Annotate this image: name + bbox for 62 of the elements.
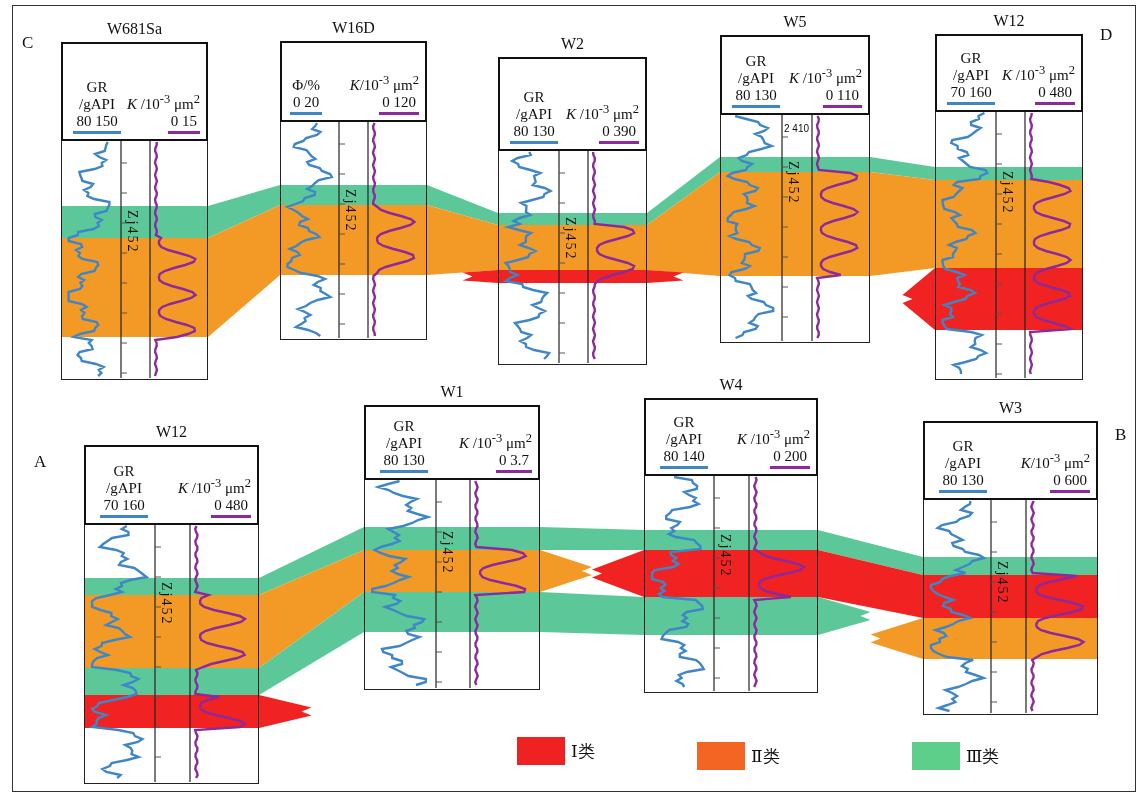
depth-label: 2 410 bbox=[784, 123, 810, 134]
curve-title: GR /gAPI bbox=[944, 438, 982, 472]
formation-label: Zj452 bbox=[563, 217, 577, 261]
curve-title: K /10$^{-3}$ μm$^{2}$ bbox=[736, 426, 810, 448]
legend-label: Ⅲ类 bbox=[966, 746, 1000, 766]
well-name: W681Sa bbox=[105, 19, 164, 39]
scale-range: 0 120 bbox=[379, 94, 419, 115]
well-name: W3 bbox=[997, 398, 1024, 418]
curve-title: K/10$^{-3}$ μm$^{2}$ bbox=[1020, 450, 1090, 472]
legend-label: Ⅰ类 bbox=[571, 741, 595, 761]
scale-range: 0 15 bbox=[167, 113, 200, 134]
scale-range: 70 160 bbox=[100, 497, 148, 518]
well-name: W2 bbox=[559, 34, 586, 54]
well-name: W12 bbox=[154, 422, 189, 442]
curve-title: K /10$^{-3}$ μm$^{2}$ bbox=[565, 101, 639, 123]
formation-label: Zj452 bbox=[159, 582, 173, 626]
scale-range: 80 130 bbox=[732, 87, 780, 108]
scale-range: 80 130 bbox=[510, 123, 558, 144]
curve-title: K /10$^{-3}$ μm$^{2}$ bbox=[1001, 62, 1075, 84]
formation-label: Zj452 bbox=[440, 531, 454, 575]
curve-title: GR /gAPI bbox=[105, 463, 143, 497]
curve-title: GR /gAPI bbox=[515, 89, 553, 123]
legend-label: Ⅱ类 bbox=[751, 746, 780, 766]
scale-range: 0 390 bbox=[599, 123, 639, 144]
section-end-label: D bbox=[1100, 26, 1113, 44]
formation-label: Zj452 bbox=[343, 189, 357, 233]
section-end-label: C bbox=[22, 34, 34, 52]
scale-range: 80 130 bbox=[380, 452, 428, 473]
well-name: W4 bbox=[718, 375, 744, 395]
curve-title: K /10$^{-3}$ μm$^{2}$ bbox=[788, 65, 862, 87]
scale-range: 80 130 bbox=[939, 472, 987, 493]
curve-title: K /10$^{-3}$ μm$^{2}$ bbox=[177, 475, 251, 497]
curve-title: GR /gAPI bbox=[385, 418, 423, 452]
scale-range: 0 480 bbox=[211, 497, 251, 518]
curve-title: K /10$^{-3}$ μm$^{2}$ bbox=[458, 430, 532, 452]
scale-range: 0 20 bbox=[290, 94, 323, 115]
curve-title: GR /gAPI bbox=[665, 414, 703, 448]
section-end-label: B bbox=[1115, 426, 1127, 444]
formation-label: Zj452 bbox=[125, 210, 139, 254]
formation-label: Zj452 bbox=[1000, 171, 1014, 215]
scale-range: 70 160 bbox=[947, 84, 995, 105]
well-name: W12 bbox=[992, 11, 1026, 31]
curve-title: GR /gAPI bbox=[737, 53, 775, 87]
well-name: W16D bbox=[331, 18, 376, 38]
scale-range: 0 600 bbox=[1050, 472, 1090, 493]
scale-range: 0 3.7 bbox=[496, 452, 532, 473]
curve-title: K/10$^{-3}$ μm$^{2}$ bbox=[349, 72, 419, 94]
scale-range: 80 140 bbox=[660, 448, 708, 469]
scale-range: 80 150 bbox=[73, 113, 121, 134]
section-end-label: A bbox=[34, 453, 47, 471]
well-name: W5 bbox=[782, 12, 808, 32]
well-name: W1 bbox=[439, 382, 465, 402]
formation-label: Zj452 bbox=[718, 534, 732, 578]
formation-label: Zj452 bbox=[995, 561, 1009, 605]
scale-range: 0 480 bbox=[1035, 84, 1075, 105]
curve-title: GR /gAPI bbox=[952, 50, 990, 84]
formation-label: Zj452 bbox=[786, 161, 800, 205]
curve-title: Φ/% bbox=[292, 77, 320, 94]
curve-title: GR /gAPI bbox=[78, 79, 116, 113]
curve-title: K /10$^{-3}$ μm$^{2}$ bbox=[126, 91, 200, 113]
scale-range: 0 110 bbox=[822, 87, 862, 108]
scale-range: 0 200 bbox=[770, 448, 810, 469]
